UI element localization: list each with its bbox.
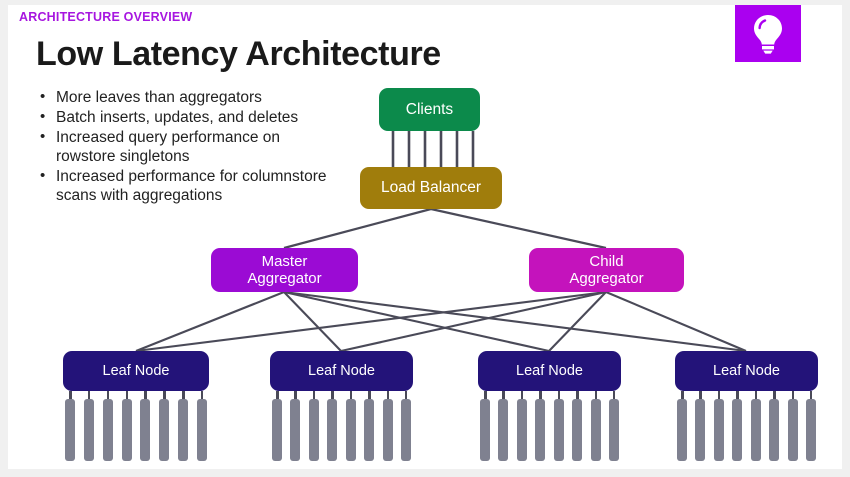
disk-stem xyxy=(539,391,542,403)
disk-bar xyxy=(159,399,170,461)
disk-stem xyxy=(404,391,408,403)
disk-bar xyxy=(308,399,319,461)
node-child-aggregator[interactable]: Child Aggregator xyxy=(529,248,684,292)
disk-bar xyxy=(196,399,207,461)
disk-stem xyxy=(144,391,147,403)
page-title: Low Latency Architecture xyxy=(36,35,441,73)
disk-bar xyxy=(713,399,724,461)
disk-stem xyxy=(681,391,684,403)
disk-bar xyxy=(769,399,780,461)
disk-stem xyxy=(773,391,776,403)
master-aggregator-line2: Aggregator xyxy=(247,270,322,287)
lightbulb-badge xyxy=(735,5,801,62)
disk-bar xyxy=(572,399,583,461)
disk-stem xyxy=(125,391,129,403)
node-leaf-1[interactable]: Leaf Node xyxy=(63,351,209,391)
disk-stem xyxy=(182,391,185,403)
disk-bar xyxy=(327,399,338,461)
disk-stem xyxy=(612,391,616,403)
disk-bar xyxy=(787,399,798,461)
disk-bar xyxy=(178,399,189,461)
disk-bar xyxy=(750,399,761,461)
disk-stem xyxy=(502,391,505,403)
slide-canvas: ARCHITECTURE OVERVIEW Low Latency Archit… xyxy=(8,5,842,469)
disk-bar xyxy=(732,399,743,461)
bullet-text: Increased query performance on rowstore … xyxy=(56,129,281,166)
master-aggregator-line1: Master xyxy=(261,252,308,270)
disk-stem xyxy=(386,391,390,403)
disk-stem xyxy=(791,391,795,403)
bullet-marker: • xyxy=(40,128,46,146)
bullet-text: Increased performance for columnstore sc… xyxy=(56,168,327,205)
disk-bar xyxy=(382,399,393,461)
slide-eyebrow: ARCHITECTURE OVERVIEW xyxy=(19,10,193,24)
disk-stem xyxy=(520,391,524,403)
disk-bar xyxy=(272,399,282,461)
disk-bar xyxy=(83,399,94,461)
node-leaf-3[interactable]: Leaf Node xyxy=(478,351,621,391)
architecture-diagram: Clients Load Balancer Master Aggregator … xyxy=(8,5,842,469)
bullet-list: • More leaves than aggregators • Batch i… xyxy=(32,88,342,206)
disk-bar xyxy=(805,399,816,461)
disk-stem xyxy=(163,391,166,403)
disk-bar xyxy=(535,399,546,461)
disk-bar xyxy=(516,399,527,461)
disk-bar xyxy=(677,399,687,461)
disk-bar xyxy=(290,399,301,461)
disk-bar xyxy=(480,399,490,461)
node-clients[interactable]: Clients xyxy=(379,88,480,131)
disk-stem xyxy=(294,391,297,403)
list-item: • More leaves than aggregators xyxy=(32,88,342,107)
node-leaf-2[interactable]: Leaf Node xyxy=(270,351,413,391)
disk-stem xyxy=(106,391,110,403)
disk-stem xyxy=(69,391,72,403)
child-aggregator-line2: Aggregator xyxy=(569,270,644,287)
node-leaf-4[interactable]: Leaf Node xyxy=(675,351,818,391)
disk-stem xyxy=(331,391,334,403)
disk-stem xyxy=(312,391,316,403)
bullet-marker: • xyxy=(40,108,46,126)
disk-stem xyxy=(809,391,813,403)
disk-stem xyxy=(736,391,739,403)
disk-stem xyxy=(349,391,353,403)
disk-bar xyxy=(590,399,601,461)
list-item: • Batch inserts, updates, and deletes xyxy=(32,108,342,127)
disk-bar xyxy=(65,399,75,461)
disk-bar xyxy=(498,399,509,461)
disk-bar xyxy=(608,399,619,461)
disk-stem xyxy=(717,391,721,403)
lightbulb-icon xyxy=(754,15,782,54)
disk-bar xyxy=(140,399,151,461)
disk-stem xyxy=(200,391,204,403)
disk-stem xyxy=(484,391,487,403)
disk-stem xyxy=(594,391,598,403)
node-master-aggregator[interactable]: Master Aggregator xyxy=(211,248,358,292)
disk-bar xyxy=(695,399,706,461)
disk-bar xyxy=(400,399,411,461)
child-aggregator-line1: Child xyxy=(589,252,624,270)
disk-bar xyxy=(121,399,132,461)
bullet-marker: • xyxy=(40,167,46,185)
disk-stem xyxy=(576,391,579,403)
list-item: • Increased performance for columnstore … xyxy=(32,167,342,205)
bullet-marker: • xyxy=(40,88,46,105)
list-item: • Increased query performance on rowstor… xyxy=(32,128,342,166)
disk-bar xyxy=(102,399,113,461)
disk-bar xyxy=(553,399,564,461)
disk-stem xyxy=(754,391,758,403)
bullet-text: Batch inserts, updates, and deletes xyxy=(56,109,299,127)
node-load-balancer[interactable]: Load Balancer xyxy=(360,167,502,209)
disk-stem xyxy=(368,391,371,403)
disk-stem xyxy=(699,391,702,403)
bullet-text: More leaves than aggregators xyxy=(56,89,262,106)
disk-bar xyxy=(345,399,356,461)
disk-stem xyxy=(557,391,561,403)
disk-stem xyxy=(276,391,279,403)
disk-stem xyxy=(87,391,91,403)
disk-bar xyxy=(364,399,375,461)
